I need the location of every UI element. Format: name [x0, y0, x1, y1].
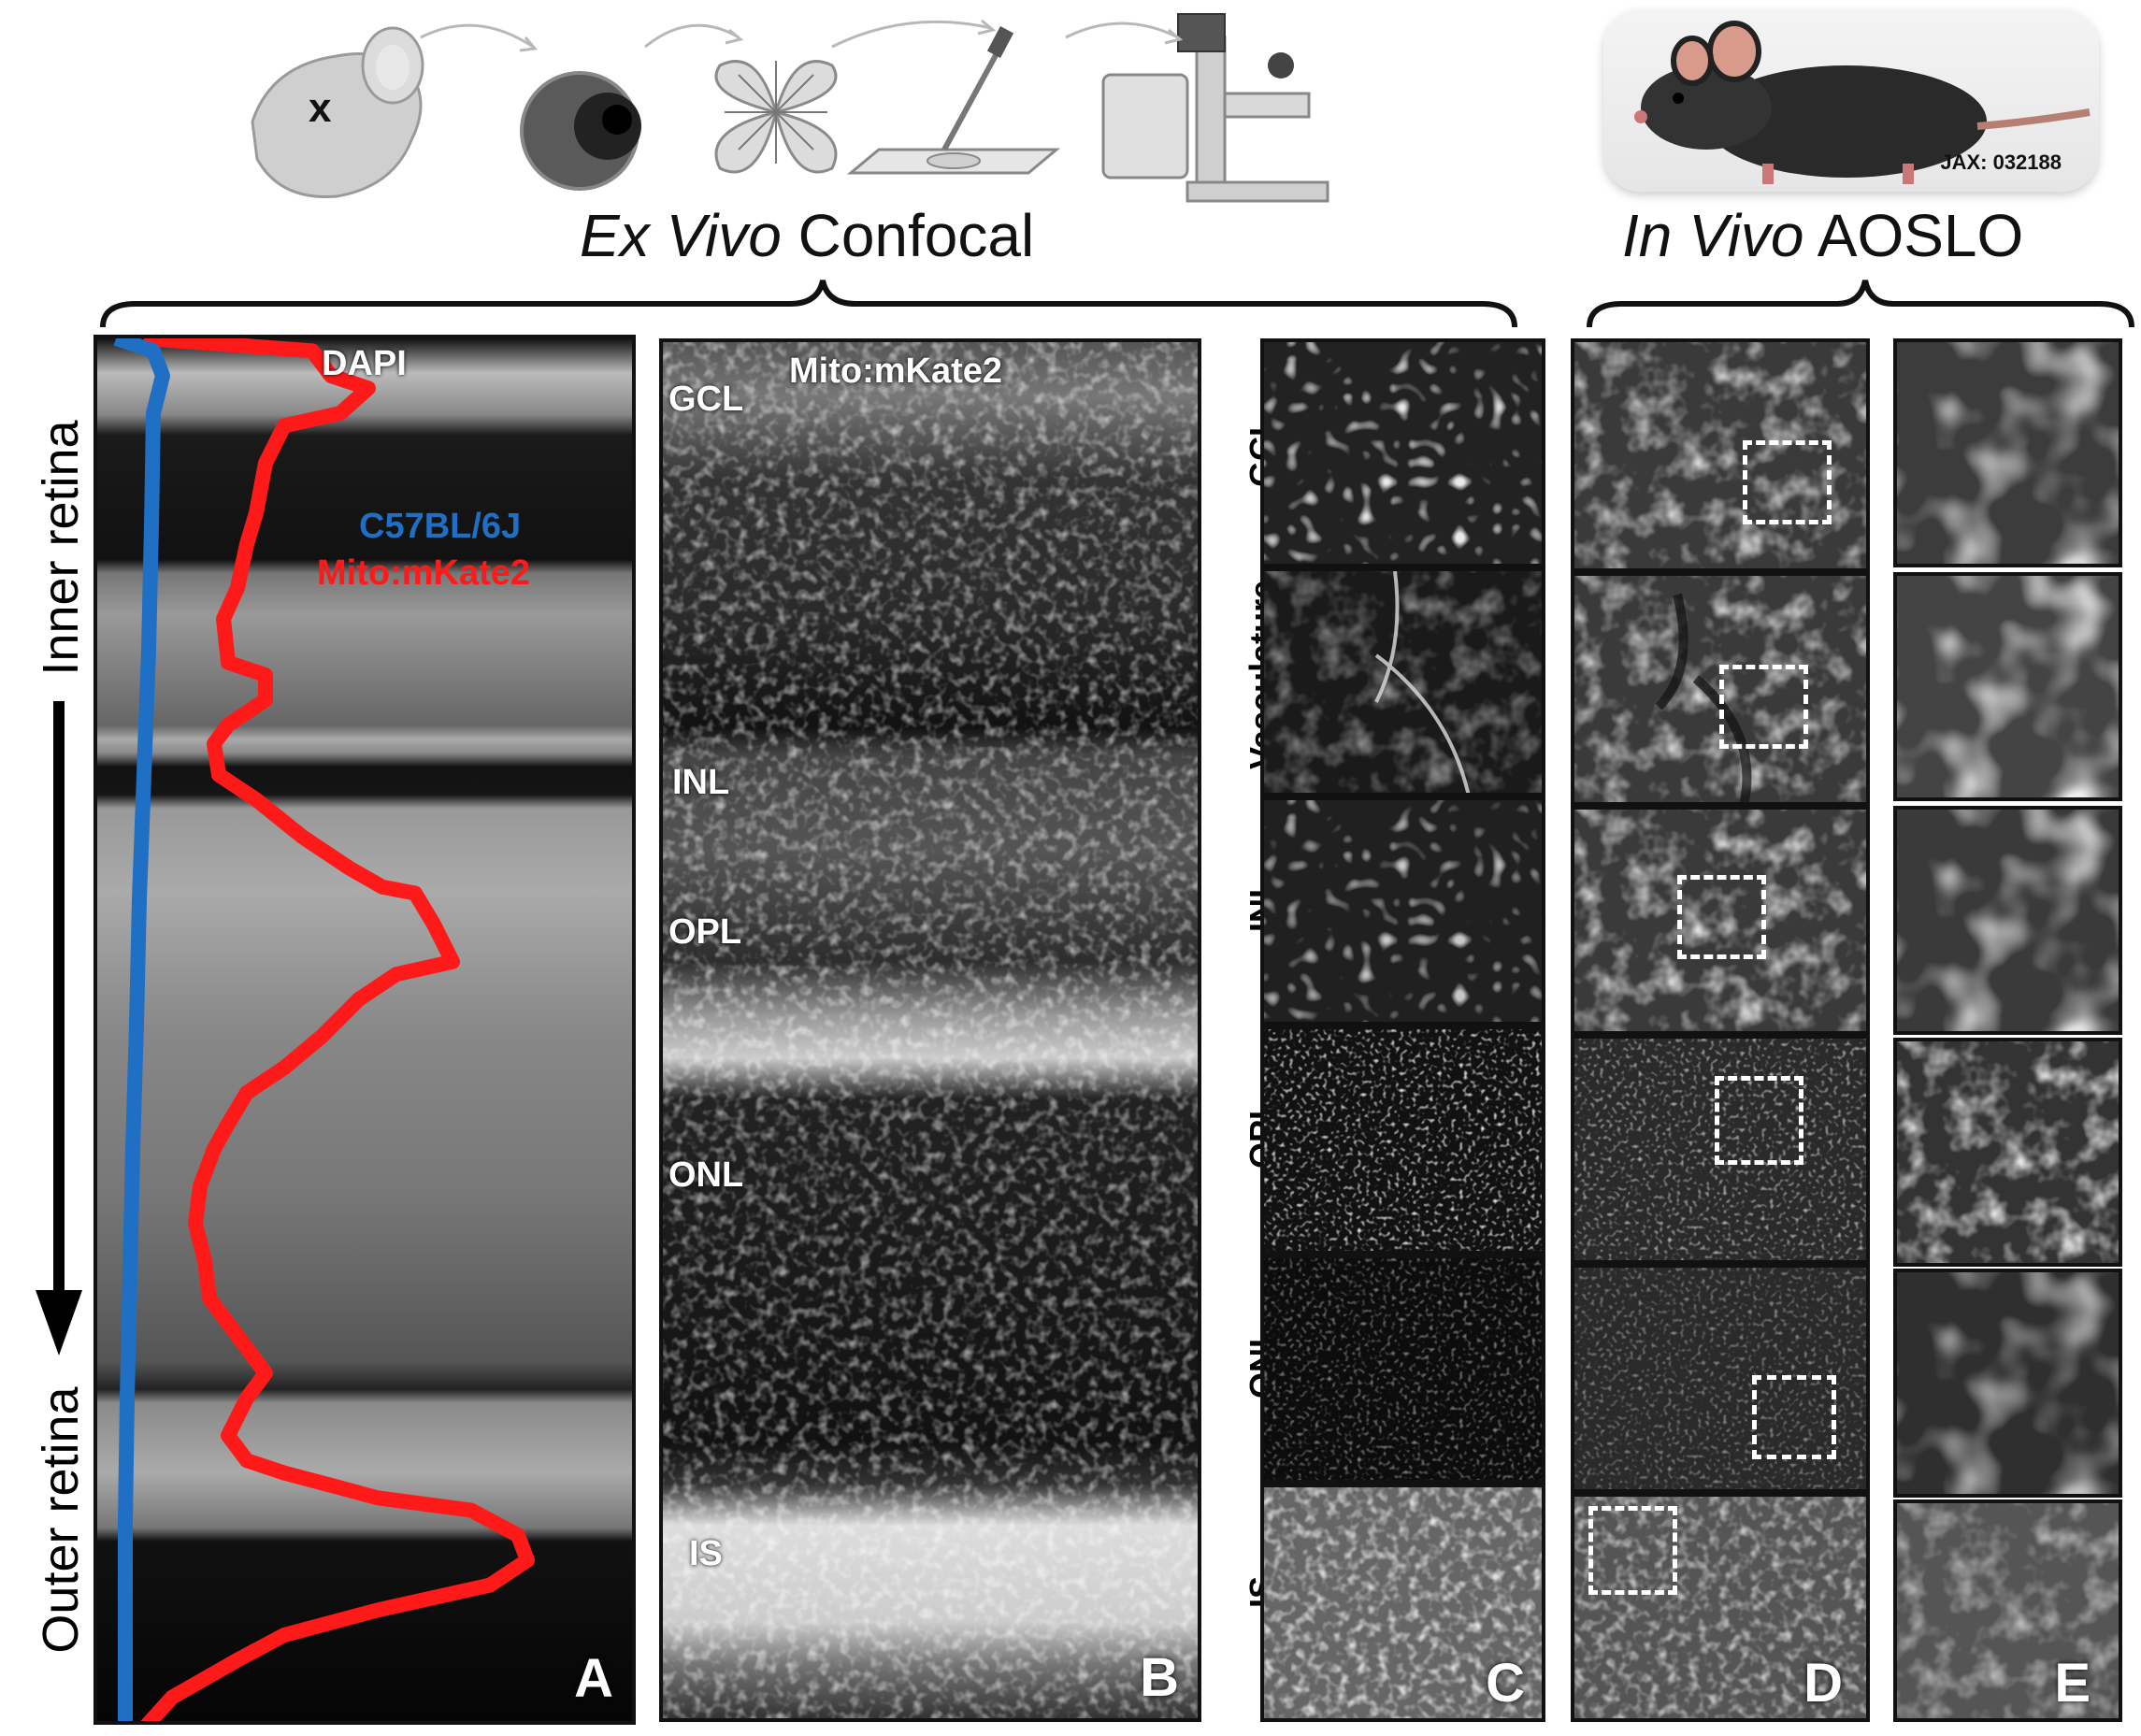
panel-c-onl-image: [1260, 1255, 1545, 1484]
panel-d: D: [1571, 338, 1870, 1722]
legend-mito-mkate2: Mito:mKate2: [317, 553, 531, 593]
mouse-photo: JAX: 032188: [1603, 9, 2099, 192]
panel-a: DAPI C57BL/6J Mito:mKate2 A: [93, 335, 636, 1725]
layer-label-gcl: GCL: [668, 380, 744, 419]
mouse-strain-label: JAX: 032188: [1940, 151, 2062, 174]
c57bl6j-trace: [113, 338, 170, 1721]
mouse-icon: [1634, 21, 2091, 184]
panel-c-is-image: C: [1260, 1484, 1545, 1722]
panel-d-inl-image: [1571, 806, 1870, 1035]
layer-label-onl: ONL: [668, 1155, 744, 1195]
microscope-icon: [1101, 13, 1329, 203]
panel-c-opl-image: [1260, 1026, 1545, 1255]
panel-e-gcl-image: [1893, 338, 2122, 567]
layer-label-inl: INL: [672, 763, 730, 802]
panel-b-letter: B: [1140, 1647, 1179, 1708]
panel-c: GCL Vasculature INL OPL ONL IS C: [1215, 338, 1552, 1722]
panel-b-stain-label: Mito:mKate2: [789, 352, 1003, 391]
panel-c-letter: C: [1486, 1653, 1525, 1714]
in-vivo-heading: In Vivo AOSLO: [1622, 201, 2023, 270]
panel-d-onl-image: [1571, 1264, 1870, 1493]
workflow-illustration: x: [251, 13, 1329, 203]
zoom-box-opl: [1715, 1076, 1803, 1165]
layer-label-is: IS: [689, 1534, 723, 1573]
mouse-mark: x: [309, 85, 332, 131]
panel-c-vasculature-image: [1260, 567, 1545, 796]
panel-e-letter: E: [2054, 1653, 2091, 1714]
zoom-box-is: [1588, 1506, 1677, 1595]
panel-e-onl-image: [1893, 1269, 2122, 1498]
panel-e-opl-image: [1893, 1038, 2122, 1267]
zoom-box-onl: [1752, 1375, 1836, 1459]
ex-vivo-heading-italic: Ex Vivo: [580, 202, 782, 269]
panel-e-is-image: E: [1893, 1499, 2122, 1722]
panel-b: Mito:mKate2 GCL INL OPL ONL IS B: [659, 338, 1201, 1722]
in-vivo-heading-italic: In Vivo: [1622, 202, 1804, 269]
inner-retina-label: Inner retina: [33, 420, 89, 676]
panel-e-vasculature-image: [1893, 572, 2122, 801]
panel-a-stain-label: DAPI: [322, 344, 407, 383]
panel-d-letter: D: [1803, 1653, 1843, 1714]
mito-mkate2-trace: [140, 338, 535, 1721]
panel-d-vasculature-image: [1571, 572, 1870, 806]
workflow-arrows: [420, 19, 1184, 52]
outer-retina-label: Outer retina: [33, 1386, 89, 1654]
in-vivo-heading-rest: AOSLO: [1803, 202, 2024, 269]
ex-vivo-heading: Ex Vivo Confocal: [580, 201, 1034, 270]
panel-a-letter: A: [574, 1648, 613, 1709]
mouse-head-icon: [251, 26, 424, 198]
zoom-box-gcl: [1743, 440, 1832, 524]
retina-flatmount-icon: [714, 60, 838, 174]
zoom-box-vasculature: [1719, 665, 1808, 749]
depth-arrow-icon: [36, 701, 82, 1356]
ex-vivo-heading-rest: Confocal: [781, 202, 1035, 269]
panel-c-inl-image: [1260, 796, 1545, 1026]
zoom-box-inl: [1677, 875, 1766, 959]
layer-label-opl: OPL: [668, 912, 742, 952]
panel-c-gcl-image: [1260, 338, 1545, 567]
ex-vivo-brace: [100, 280, 1517, 328]
panel-d-gcl-image: [1571, 338, 1870, 572]
panel-e-inl-image: [1893, 806, 2122, 1035]
in-vivo-brace: [1587, 280, 2134, 328]
panel-d-opl-image: [1571, 1035, 1870, 1264]
legend-c57bl6j: C57BL/6J: [359, 507, 522, 546]
eyeball-icon: [520, 71, 641, 191]
panel-d-is-image: D: [1571, 1493, 1870, 1722]
panel-e: E: [1893, 338, 2127, 1722]
slide-pipette-icon: [846, 26, 1061, 175]
intensity-profile-plot: [113, 338, 535, 1721]
